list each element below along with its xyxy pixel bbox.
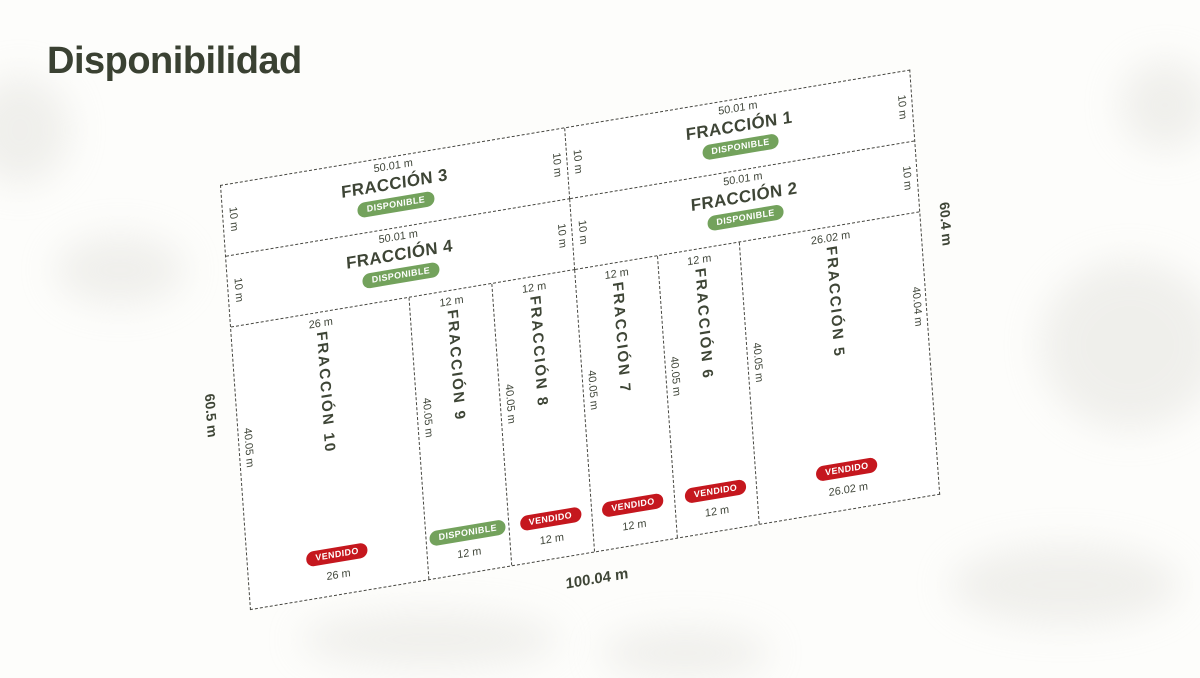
lot-name: FRACCIÓN 8 xyxy=(526,294,551,409)
dim-height-right-label: 10 m xyxy=(550,151,564,179)
dim-side-left-label: 40.05 m xyxy=(750,341,766,383)
dim-height-left-label: 10 m xyxy=(575,219,590,246)
background-texture xyxy=(0,75,70,185)
status-badge: VENDIDO xyxy=(815,456,878,482)
dim-height-left-label: 10 m xyxy=(231,276,246,304)
status-badge: VENDIDO xyxy=(519,506,582,532)
lot-name: FRACCIÓN 9 xyxy=(443,308,469,423)
lot-name: FRACCIÓN 5 xyxy=(822,244,848,360)
dim-width-bottom-label: 12 m xyxy=(704,503,730,520)
dim-width-bottom-label: 26 m xyxy=(326,567,352,584)
status-badge: DISPONIBLE xyxy=(429,518,507,547)
dim-width-bottom-label: 26.02 m xyxy=(828,480,869,500)
dim-width-top-label: 26.02 m xyxy=(810,229,851,248)
dim-height-right-label: 10 m xyxy=(895,94,909,121)
dim-height-right-label: 10 m xyxy=(555,222,569,250)
status-badge: VENDIDO xyxy=(602,492,665,518)
lot-fraccion-5: 26.02 m FRACCIÓN 5 VENDIDO 26.02 m 40.05… xyxy=(740,212,939,523)
background-texture xyxy=(1040,260,1200,430)
background-texture xyxy=(1120,60,1200,150)
dim-height-left-label: 10 m xyxy=(226,205,241,233)
dim-side-right-label: 40.04 m xyxy=(909,286,925,328)
status-badge: VENDIDO xyxy=(684,478,747,504)
lot-name: FRACCIÓN 10 xyxy=(312,330,339,455)
dim-height-right-label: 10 m xyxy=(900,164,914,192)
dim-side-left-label: 40.05 m xyxy=(241,426,256,469)
lot-fraccion-10: 26 m FRACCIÓN 10 VENDIDO 26 m 40.05 m xyxy=(231,297,430,609)
dim-side-left-label: 40.05 m xyxy=(420,396,435,439)
dim-total-right-label: 60.4 m xyxy=(936,200,956,247)
lot-name: FRACCIÓN 7 xyxy=(608,280,634,395)
background-texture xyxy=(300,612,560,667)
background-texture xyxy=(600,628,770,678)
status-badge: VENDIDO xyxy=(306,542,369,568)
dim-width-bottom-label: 12 m xyxy=(456,545,482,562)
background-texture xyxy=(55,235,185,305)
dim-total-left-label: 60.5 m xyxy=(201,391,221,439)
page-title: Disponibilidad xyxy=(47,40,302,82)
background-texture xyxy=(950,545,1180,625)
dim-width-bottom-label: 12 m xyxy=(621,517,647,534)
site-plan: 50.01 m FRACCIÓN 3 DISPONIBLE 10 m 10 m … xyxy=(202,69,955,611)
dim-width-bottom-label: 12 m xyxy=(539,531,565,548)
dim-side-left-label: 40.05 m xyxy=(667,354,683,397)
dim-side-left-label: 40.05 m xyxy=(502,382,518,425)
dim-total-bottom-label: 100.04 m xyxy=(565,565,629,593)
dim-height-left-label: 10 m xyxy=(570,148,585,175)
dim-side-left-label: 40.05 m xyxy=(585,368,600,411)
lot-name: FRACCIÓN 6 xyxy=(691,266,717,382)
